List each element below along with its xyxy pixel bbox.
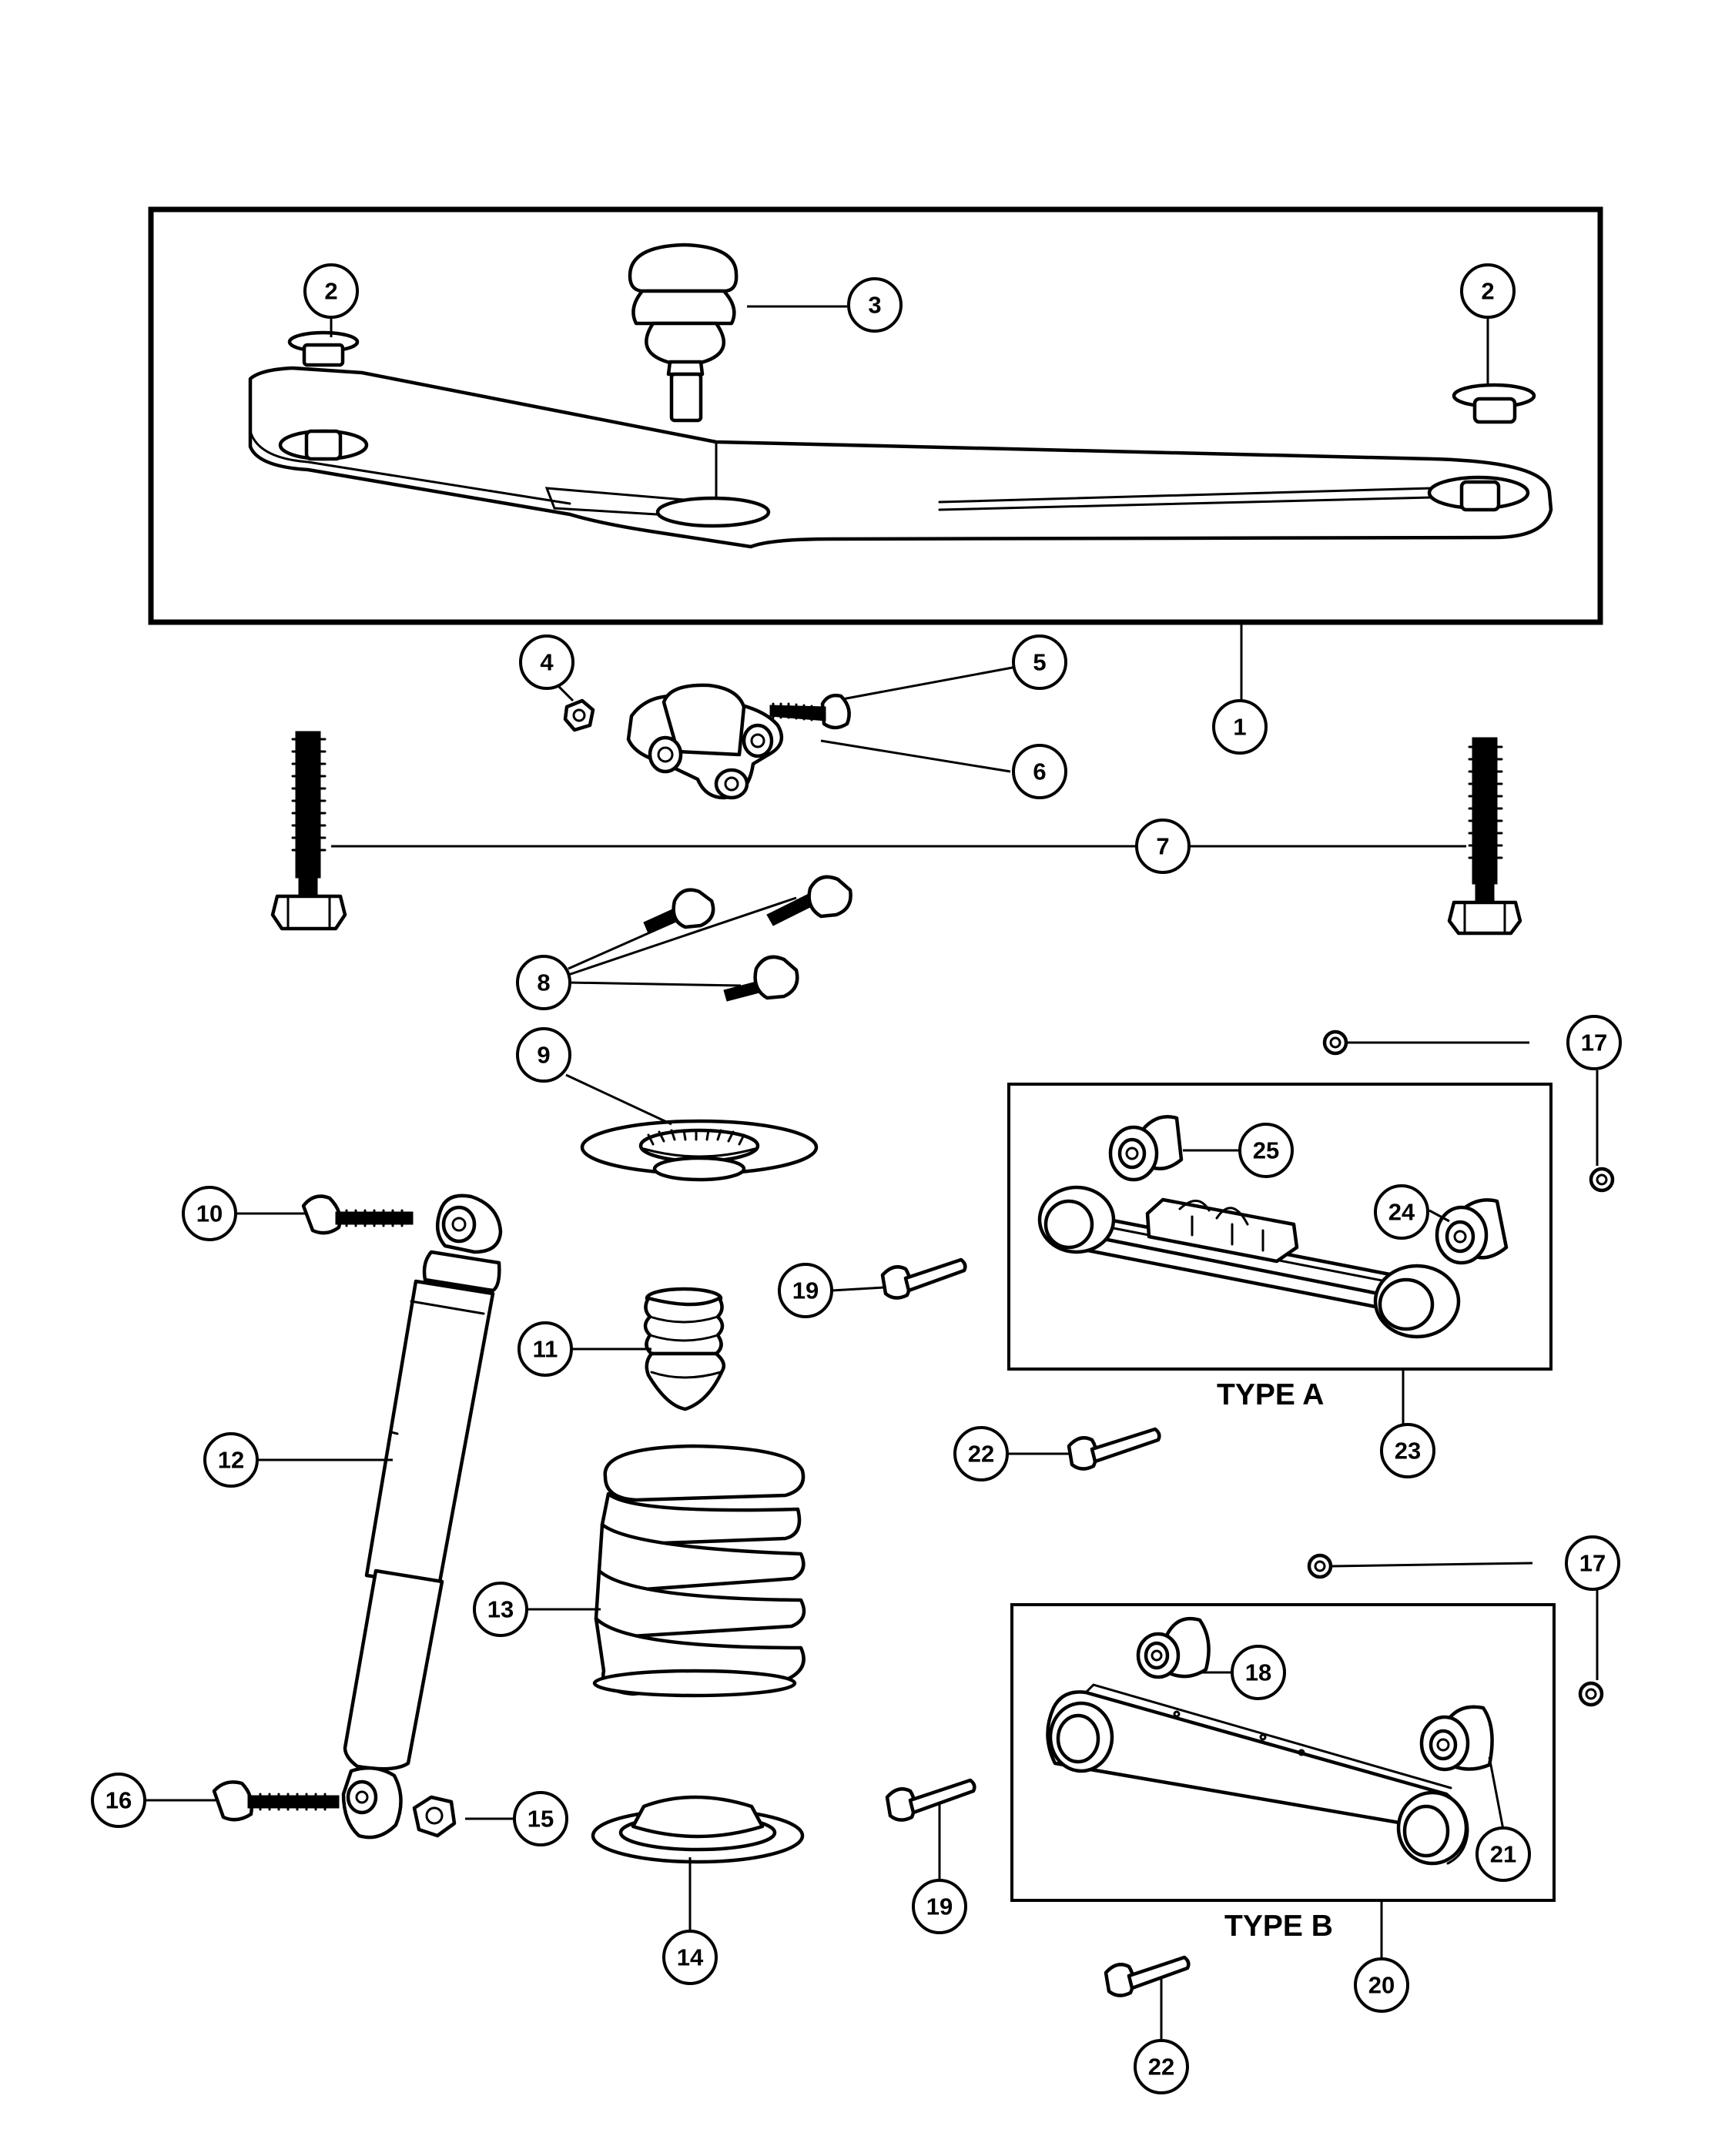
bolt-8c (723, 955, 799, 1002)
svg-text:14: 14 (677, 1944, 704, 1971)
long-bolt-right (1447, 737, 1522, 936)
bolt-19-lower (885, 1778, 976, 1880)
bolt-8b (766, 875, 852, 926)
svg-text:22: 22 (968, 1441, 994, 1468)
bolt-10 (237, 1194, 414, 1235)
callout-17-lower: 17 (1565, 1535, 1620, 1591)
pivot-bushing-left (287, 330, 360, 367)
svg-text:1: 1 (1233, 714, 1246, 741)
lower-isolator-14 (591, 1795, 805, 1931)
type-a-group: TYPE A (1007, 1083, 1552, 1424)
svg-text:20: 20 (1368, 1972, 1395, 1999)
upper-control-arm (248, 366, 1553, 549)
svg-text:19: 19 (926, 1893, 953, 1920)
callout-1: 1 (1212, 699, 1268, 755)
callout-22-lower: 22 (1134, 2039, 1189, 2094)
bolt-16 (145, 1780, 340, 1822)
type-b-label: TYPE B (1224, 1910, 1333, 1943)
shock-absorber-12 (257, 1194, 503, 1840)
bolts-8 (568, 875, 852, 1002)
svg-text:19: 19 (792, 1277, 819, 1304)
upper-arm-frame (148, 206, 1603, 625)
bolt-19-upper (831, 1257, 967, 1300)
svg-text:18: 18 (1245, 1659, 1271, 1686)
callout-21: 21 (1475, 1826, 1531, 1882)
type-b-group: TYPE B (1010, 1603, 1556, 1960)
pivot-bushing-right (1452, 383, 1536, 424)
svg-text:17: 17 (1579, 1550, 1606, 1577)
callout-8: 8 (516, 955, 571, 1010)
callout-9: 9 (516, 1027, 571, 1083)
bushing-21 (1419, 1705, 1494, 1772)
svg-text:10: 10 (196, 1200, 223, 1227)
callout-17-upper: 17 (1566, 1015, 1622, 1070)
type-a-label: TYPE A (1217, 1378, 1324, 1411)
callout-15: 15 (513, 1791, 568, 1846)
svg-text:3: 3 (868, 292, 881, 319)
long-bolts-7 (270, 731, 1522, 936)
spring-isolator-9 (565, 1073, 819, 1182)
type-b-frame (1010, 1603, 1556, 1902)
callout-2-left: 2 (303, 263, 359, 319)
callout-3: 3 (847, 277, 903, 333)
svg-text:8: 8 (537, 969, 550, 996)
callout-16: 16 (91, 1773, 146, 1828)
svg-text:24: 24 (1388, 1199, 1415, 1226)
bolt-8a (643, 888, 715, 934)
bushing-24 (1435, 1198, 1509, 1265)
svg-text:13: 13 (487, 1596, 514, 1623)
callout-12: 12 (203, 1432, 259, 1488)
nuts-17-lower (1307, 1553, 1604, 1707)
svg-text:4: 4 (540, 649, 554, 676)
callout-18: 18 (1231, 1645, 1286, 1700)
svg-text:6: 6 (1033, 758, 1046, 785)
svg-text:2: 2 (324, 278, 337, 305)
svg-text:11: 11 (533, 1336, 558, 1363)
callout-14: 14 (662, 1930, 718, 1985)
upper-control-arm-group (148, 206, 1603, 625)
svg-text:15: 15 (528, 1806, 554, 1833)
callout-19-upper: 19 (778, 1263, 833, 1318)
callout-13: 13 (473, 1582, 528, 1637)
callout-20: 20 (1354, 1957, 1409, 2013)
long-bolt-left (270, 731, 347, 931)
bushing-25 (1108, 1115, 1184, 1182)
coil-spring-13 (527, 1444, 806, 1698)
bushing-18 (1136, 1616, 1211, 1679)
bolt-5 (769, 693, 851, 730)
nuts-17-upper (1322, 1029, 1615, 1193)
ball-joint (628, 243, 739, 423)
bracket-group (547, 665, 1017, 800)
bolt-22-upper (1007, 1427, 1161, 1471)
svg-text:16: 16 (106, 1787, 132, 1814)
svg-text:5: 5 (1033, 649, 1046, 676)
callout-4: 4 (519, 634, 574, 690)
svg-text:9: 9 (537, 1042, 550, 1069)
callout-11: 11 (518, 1321, 573, 1377)
callout-25: 25 (1238, 1123, 1294, 1178)
nut-15 (412, 1795, 514, 1838)
callout-7: 7 (1135, 819, 1191, 874)
callout-22-upper: 22 (953, 1426, 1009, 1481)
callout-24: 24 (1374, 1184, 1429, 1240)
bolt-22-lower (1104, 1955, 1191, 2040)
callout-2-right: 2 (1460, 263, 1516, 319)
svg-text:2: 2 (1481, 278, 1494, 305)
svg-text:17: 17 (1581, 1029, 1607, 1056)
callout-10: 10 (182, 1186, 237, 1241)
svg-text:21: 21 (1490, 1841, 1516, 1868)
type-a-frame (1007, 1083, 1552, 1371)
svg-text:25: 25 (1253, 1137, 1279, 1164)
svg-text:23: 23 (1395, 1438, 1421, 1465)
svg-text:12: 12 (218, 1447, 244, 1474)
callout-6: 6 (1012, 744, 1067, 799)
callout-5: 5 (1012, 634, 1067, 690)
callout-23: 23 (1380, 1423, 1435, 1478)
bracket-6 (626, 683, 784, 800)
svg-text:22: 22 (1148, 2054, 1174, 2081)
svg-text:7: 7 (1156, 833, 1169, 860)
jounce-bumper-11 (571, 1287, 725, 1411)
callout-19-lower: 19 (912, 1879, 967, 1934)
